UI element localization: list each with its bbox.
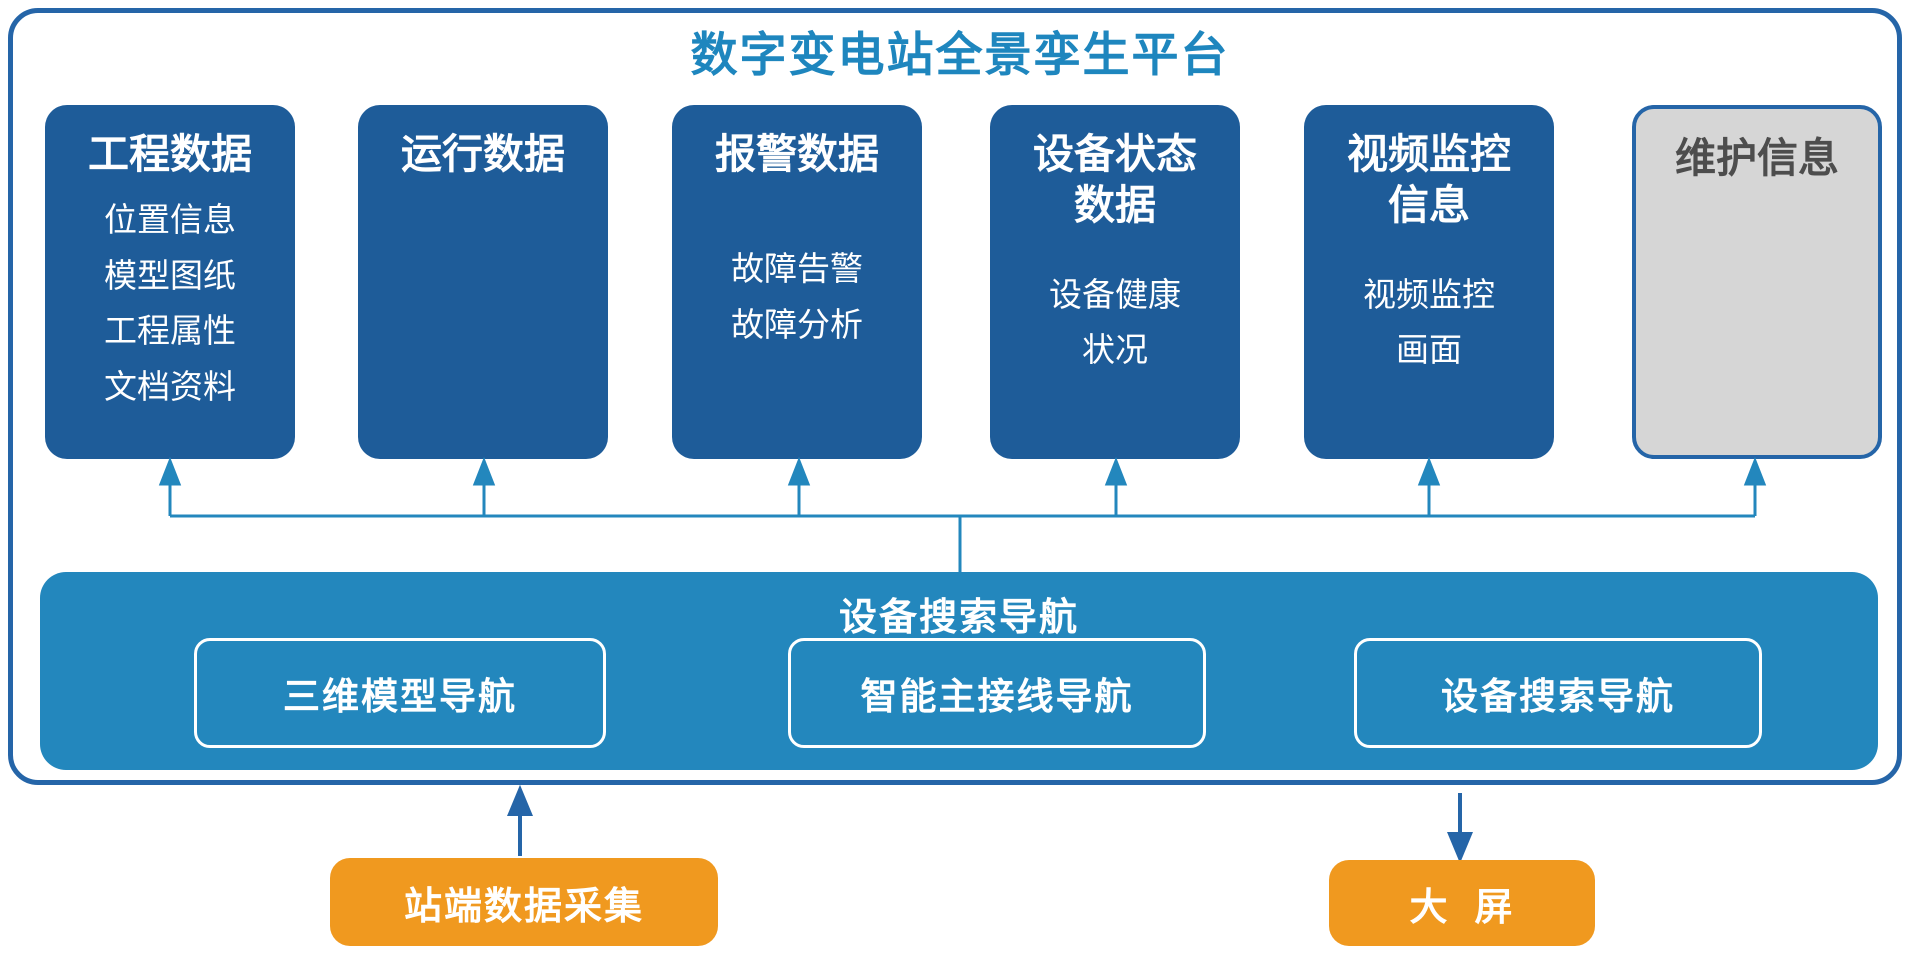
card-engineering-data: 工程数据 位置信息 模型图纸 工程属性 文档资料	[45, 105, 295, 459]
card-item-list: 位置信息 模型图纸 工程属性 文档资料	[55, 180, 285, 441]
card-alarm-data: 报警数据 故障告警 故障分析	[672, 105, 922, 459]
nav-bar-title: 设备搜索导航	[838, 597, 1079, 639]
card-item: 视频监控 画面	[1363, 275, 1495, 369]
card-item: 文档资料	[104, 367, 236, 405]
card-video-monitor-info: 视频监控 信息 视频监控 画面	[1304, 105, 1554, 459]
card-item-list: 设备健康 状况	[1000, 232, 1230, 442]
card-item-list	[1646, 184, 1868, 437]
card-item-list: 视频监控 画面	[1314, 232, 1544, 442]
card-item: 故障分析	[731, 305, 863, 343]
card-operation-data: 运行数据	[358, 105, 608, 459]
device-search-nav-bar: 设备搜索导航 三维模型导航 智能主接线导航 设备搜索导航	[40, 572, 1878, 770]
nav-box-device-search: 设备搜索导航	[1354, 638, 1762, 748]
nav-box-main-wiring: 智能主接线导航	[788, 638, 1206, 748]
card-item-list: 故障告警 故障分析	[682, 180, 912, 441]
card-item-list	[368, 180, 598, 441]
card-device-status-data: 设备状态 数据 设备健康 状况	[990, 105, 1240, 459]
card-title: 工程数据	[88, 131, 252, 177]
card-title: 运行数据	[401, 131, 565, 177]
arrow-down-to-big-screen	[1447, 793, 1473, 864]
card-item: 模型图纸	[104, 256, 236, 294]
card-item: 位置信息	[104, 201, 236, 239]
station-data-collection-box: 站端数据采集	[330, 858, 718, 946]
card-title: 维护信息	[1675, 135, 1839, 181]
card-maintenance-info: 维护信息	[1632, 105, 1882, 459]
card-title: 设备状态 数据	[1033, 131, 1197, 229]
nav-box-3d-model: 三维模型导航	[194, 638, 606, 748]
arrow-up-from-station-collect	[507, 784, 533, 856]
card-item: 设备健康 状况	[1049, 275, 1181, 369]
card-item: 故障告警	[731, 250, 863, 288]
big-screen-box: 大 屏	[1329, 860, 1595, 946]
page-title: 数字变电站全景孪生平台	[690, 28, 1230, 81]
card-item: 工程属性	[104, 312, 236, 350]
card-title: 报警数据	[715, 131, 879, 177]
card-title: 视频监控 信息	[1347, 131, 1511, 229]
